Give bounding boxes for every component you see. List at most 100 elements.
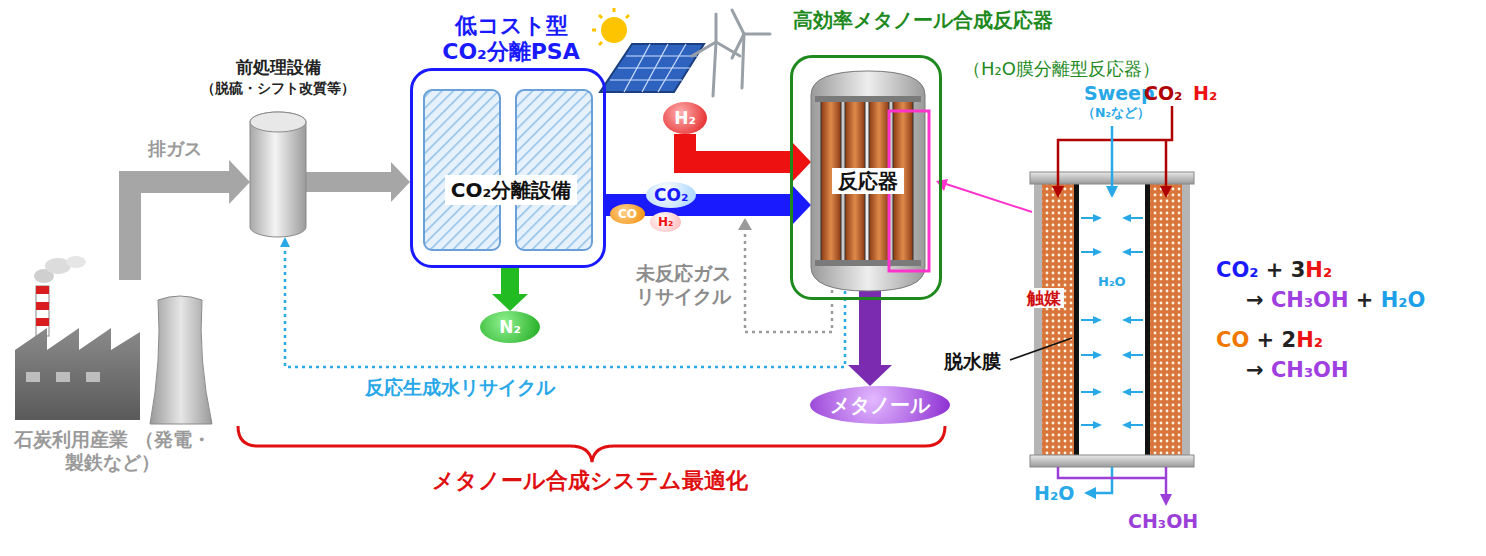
reactor-group: 高効率メタノール合成反応器（H₂O膜分離型反応器）反応器 bbox=[790, 55, 942, 300]
node-label: メタノール bbox=[830, 393, 930, 417]
tube-sheet bbox=[815, 260, 921, 266]
permeate-arrow bbox=[1130, 391, 1143, 393]
arrow-head bbox=[1106, 186, 1118, 198]
arrow-head bbox=[1122, 248, 1131, 256]
permeate-arrow bbox=[1081, 217, 1094, 219]
arrow-head bbox=[1122, 388, 1131, 396]
leader-line bbox=[946, 184, 1032, 212]
coefficient: 3 bbox=[1291, 258, 1306, 282]
edge-label: 排ガス bbox=[148, 138, 202, 160]
leader-line bbox=[1010, 338, 1072, 360]
equation-space bbox=[1249, 328, 1256, 352]
permeate-arrow bbox=[1081, 391, 1094, 393]
factory-illustration bbox=[15, 256, 212, 424]
permeate-arrow bbox=[1081, 424, 1094, 426]
node-shape bbox=[250, 112, 306, 237]
vessel-top bbox=[250, 112, 306, 132]
connector bbox=[280, 237, 845, 367]
arrow-head bbox=[1093, 421, 1102, 429]
connector bbox=[492, 268, 528, 311]
tube-sheet bbox=[815, 96, 921, 102]
sweep-channel bbox=[1079, 184, 1145, 455]
bracket bbox=[238, 426, 945, 462]
connector-line bbox=[130, 182, 230, 280]
feed-line bbox=[1165, 140, 1168, 188]
equation-space bbox=[1264, 358, 1271, 382]
sun bbox=[601, 17, 627, 43]
connector-line bbox=[306, 172, 392, 192]
node-label: 反応器 bbox=[832, 168, 904, 194]
arrow-head bbox=[1093, 351, 1102, 359]
sweep-note: （N₂など） bbox=[1082, 105, 1150, 120]
catalyst-bed bbox=[1042, 184, 1074, 455]
node-subheading: （脱硫・シフト改質等） bbox=[168, 80, 388, 97]
equation: CO₂ + 3H₂ bbox=[1216, 258, 1332, 283]
connector-line bbox=[685, 134, 791, 162]
arrow-head bbox=[1093, 388, 1102, 396]
arrow-head bbox=[391, 162, 410, 202]
arrow-head bbox=[229, 160, 250, 204]
reactor-shell bbox=[811, 71, 925, 291]
connector bbox=[306, 162, 410, 202]
connector bbox=[606, 183, 811, 227]
connector-line bbox=[501, 268, 519, 295]
adsorber-column bbox=[424, 90, 500, 250]
smoke bbox=[66, 256, 86, 268]
node-heading: 高効率メタノール合成反応器 bbox=[793, 9, 1093, 32]
reactor-wall bbox=[1034, 184, 1042, 455]
equation-space bbox=[1283, 258, 1290, 282]
equation-term: H₂O bbox=[1381, 288, 1426, 312]
factory-building bbox=[15, 328, 140, 420]
coefficient: 2 bbox=[1282, 328, 1297, 352]
permeate-arrow bbox=[1081, 319, 1094, 321]
arrow-head bbox=[1084, 487, 1096, 499]
wind-turbine bbox=[732, 10, 770, 88]
equation-term: H₂ bbox=[1305, 258, 1332, 282]
feed-label: CO₂ bbox=[1144, 82, 1182, 105]
equation-term: + bbox=[1266, 258, 1284, 282]
renewable-icons bbox=[592, 8, 770, 96]
permeate-arrow bbox=[1130, 424, 1143, 426]
edge-label: 反応生成水リサイクル bbox=[330, 376, 590, 399]
catalyst-bed bbox=[1150, 184, 1182, 455]
equation-space bbox=[1373, 288, 1380, 312]
cooling-tower bbox=[150, 296, 212, 424]
system-label: メタノール合成システム最適化 bbox=[390, 468, 790, 494]
permeate-arrow bbox=[1130, 319, 1143, 321]
connector-line bbox=[285, 246, 845, 367]
equation-space bbox=[1258, 258, 1265, 282]
water-label: H₂O bbox=[1095, 274, 1129, 290]
permeate-arrows bbox=[1081, 214, 1143, 429]
node-heading: 低コスト型 CO₂分離PSA bbox=[401, 13, 621, 66]
arrow-head bbox=[1122, 316, 1131, 324]
membrane bbox=[1145, 184, 1150, 455]
arrow-head bbox=[1052, 186, 1064, 198]
solar-grid bbox=[610, 44, 697, 92]
equation: → CH₃OH bbox=[1246, 358, 1349, 383]
reactor-wall bbox=[1182, 184, 1190, 455]
arrow-head bbox=[1093, 214, 1102, 222]
sweep-line bbox=[1111, 126, 1114, 188]
equation-term: H₂ bbox=[1296, 328, 1323, 352]
feed-line bbox=[1058, 106, 1172, 188]
node-heading: 前処理設備 bbox=[168, 57, 388, 77]
permeate-arrow bbox=[1130, 217, 1143, 219]
permeate-arrow bbox=[1081, 354, 1094, 356]
arrow-head bbox=[936, 179, 948, 191]
outlet-label: CH₃OH bbox=[1128, 510, 1198, 533]
arrow-head bbox=[1093, 316, 1102, 324]
node-label: CO₂分離設備 bbox=[451, 178, 571, 202]
methanol-oval: メタノール bbox=[810, 386, 950, 424]
equation-space bbox=[1274, 328, 1281, 352]
arrow-head bbox=[492, 294, 528, 311]
node-label: N₂ bbox=[499, 317, 521, 337]
permeate-arrow bbox=[1130, 251, 1143, 253]
recycle-label: 未反応ガス リサイクル bbox=[626, 262, 740, 308]
methanol-outlet bbox=[1165, 467, 1168, 496]
arrow-head bbox=[738, 218, 752, 230]
equation-term: CO₂ bbox=[1216, 258, 1258, 282]
arrow-head bbox=[1122, 421, 1131, 429]
arrow-head bbox=[1122, 214, 1131, 222]
membrane-label: 脱水膜 bbox=[944, 350, 1001, 373]
